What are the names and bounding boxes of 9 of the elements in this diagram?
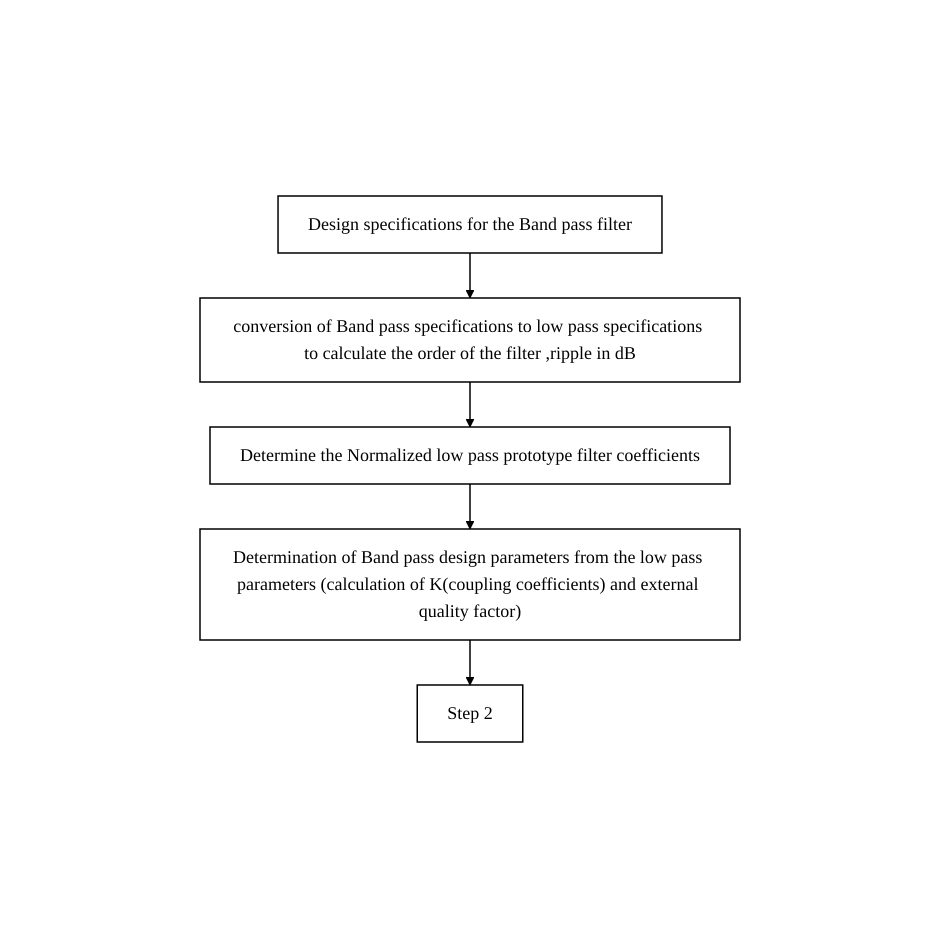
node-box: Step 2: [416, 684, 524, 743]
node-box: Design specifications for the Band pass filter: [277, 195, 663, 254]
arrow: [466, 382, 474, 428]
arrow: [466, 253, 474, 298]
node-box: Determine the Normalized low pass prototype filter coefficients: [209, 426, 731, 485]
arrow: [466, 484, 474, 530]
node-box: Determination of Band pass design parameters from the low pass parameters (calculation of K(coupling coefficients) and external quality factor): [199, 528, 741, 641]
arrow: [466, 640, 474, 686]
node-box: conversion of Band pass specifications to low pass specifications to calculate the order of the filter ,ripple in dB: [199, 297, 741, 383]
